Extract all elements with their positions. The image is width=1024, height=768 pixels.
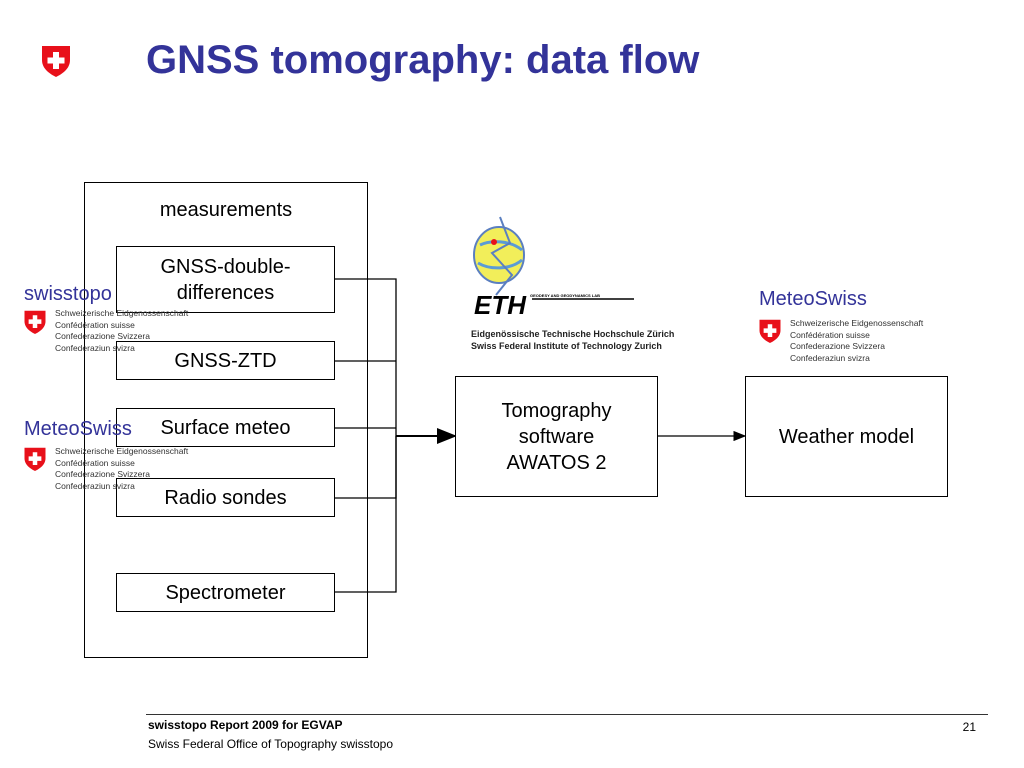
- swiss-shield-icon: [24, 310, 46, 334]
- meteoswiss-label: MeteoSwiss: [24, 418, 132, 440]
- swiss-shield-icon: [759, 319, 781, 343]
- svg-text:ETH: ETH: [474, 290, 527, 320]
- svg-text:GEODESY AND GEODYNAMICS LAB: GEODESY AND GEODYNAMICS LAB: [530, 293, 600, 298]
- connector-spectrometer: [335, 436, 397, 593]
- confederation-text: Schweizerische Eidgenossenschaft Confédé…: [55, 308, 189, 353]
- eth-institution-text: Eidgenössische Technische Hochschule Zür…: [471, 329, 675, 351]
- surface-meteo-box: Surface meteo: [116, 408, 335, 447]
- eth-wordmark-logo: ETH GEODESY AND GEODYNAMICS LAB: [474, 290, 634, 320]
- gnss-double-differences-box: GNSS-double- differences: [116, 246, 335, 313]
- footer-office-name: Swiss Federal Office of Topography swiss…: [148, 737, 394, 751]
- footer-report-title: swisstopo Report 2009 for EGVAP: [148, 718, 343, 732]
- confederation-text: Schweizerische Eidgenossenschaft Confédé…: [790, 318, 924, 363]
- page-title: GNSS tomography: data flow: [146, 38, 700, 82]
- footer-divider: [146, 714, 988, 715]
- weather-model-box: Weather model: [745, 376, 948, 497]
- swiss-shield-icon: [42, 46, 70, 77]
- confederation-text: Schweizerische Eidgenossenschaft Confédé…: [55, 446, 189, 491]
- measurements-label: measurements: [159, 199, 293, 221]
- spectrometer-box: Spectrometer: [116, 573, 335, 612]
- page-number: 21: [962, 720, 976, 734]
- radio-sondes-box: Radio sondes: [116, 478, 335, 517]
- meteoswiss-label: MeteoSwiss: [759, 288, 867, 310]
- connector-gnss-double: [335, 278, 397, 436]
- measurements-group: [84, 182, 368, 658]
- eth-globe-logo: [473, 216, 525, 296]
- swiss-shield-icon: [24, 447, 46, 471]
- connector-radio-sondes: [335, 436, 397, 499]
- swisstopo-label: swisstopo: [24, 283, 112, 305]
- tomography-software-box: Tomography software AWATOS 2: [455, 376, 658, 497]
- gnss-ztd-box: GNSS-ZTD: [116, 341, 335, 380]
